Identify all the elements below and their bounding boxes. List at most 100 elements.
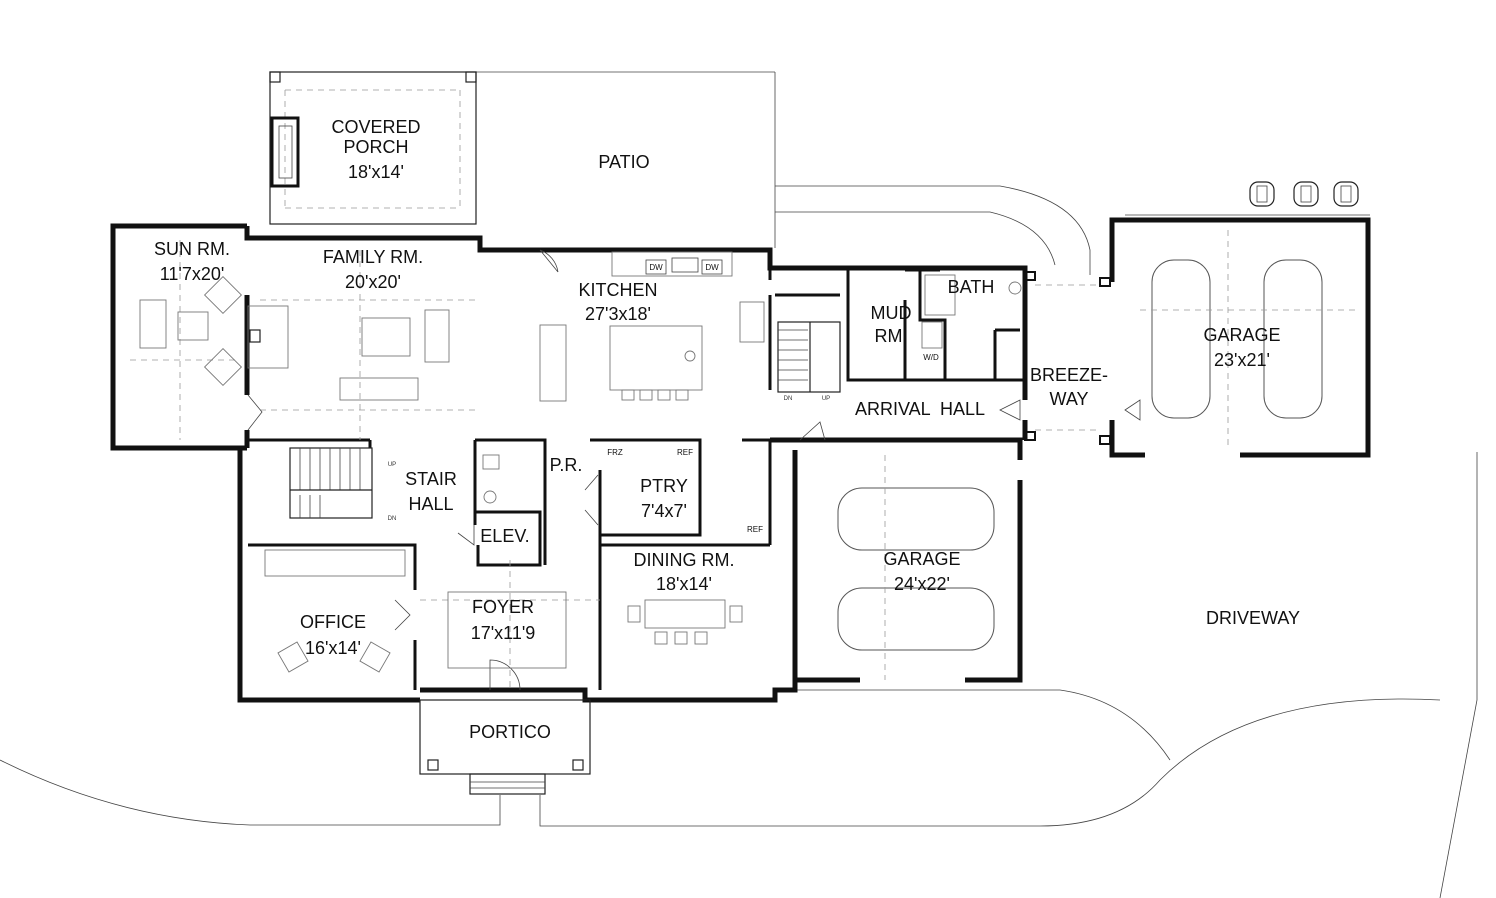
portico-steps: [469, 773, 546, 795]
covered-porch-structure: [269, 71, 477, 225]
walkway-curve: [775, 185, 1091, 275]
washer: [921, 321, 943, 349]
fireplace: [247, 305, 289, 369]
family-room-label-2: 20'x20': [345, 272, 401, 292]
garage-large-label-2: 24'x22': [894, 574, 950, 594]
sun-room-wall: [110, 223, 247, 451]
range: [739, 301, 765, 343]
kitchen-island: [609, 325, 703, 391]
kitchen-door[interactable]: [539, 249, 559, 273]
back-stair-outline: [777, 321, 841, 393]
breezeway-label-2: WAY: [1050, 389, 1089, 409]
dw-right-label: DW: [705, 263, 719, 272]
back-stair-up-label: UP: [822, 396, 830, 402]
foyer-beams: [420, 560, 600, 690]
breezeway-door[interactable]: [999, 399, 1021, 421]
office-chair: [277, 641, 309, 673]
stool: [621, 389, 635, 401]
sun-table: [177, 311, 209, 341]
stair-treads: [299, 448, 361, 490]
elevator-door[interactable]: [457, 525, 475, 546]
pantry-doors[interactable]: [584, 474, 599, 526]
covered-porch-label-2: PORCH: [343, 137, 408, 157]
mud-room-label-1: MUD: [871, 303, 912, 323]
frz-label: FRZ: [607, 448, 623, 457]
portico-column: [427, 759, 439, 771]
breezeway-post: [1099, 435, 1111, 445]
sun-room-label-2: 11'7x20': [160, 264, 225, 284]
portico-structure: [419, 699, 591, 795]
dining-wall: [598, 535, 770, 690]
garage-small-door[interactable]: [1124, 399, 1141, 421]
ref-wall: [742, 438, 772, 545]
elevator-label: ELEV.: [480, 526, 529, 546]
sun-room-label-1: SUN RM.: [154, 239, 230, 259]
exterior-walls: [110, 217, 1371, 703]
covered-porch-label-1: COVERED: [331, 117, 420, 137]
driveway-edge: [795, 689, 1171, 761]
family-beams: [260, 250, 480, 440]
stair-up-label: UP: [388, 462, 396, 468]
chair: [627, 605, 641, 623]
stair-hall-label-2: HALL: [408, 494, 453, 514]
garage-small-wall: [1109, 217, 1371, 458]
front-door[interactable]: [489, 659, 521, 691]
breezeway-post: [1024, 271, 1036, 281]
breezeway-post: [1024, 431, 1036, 441]
walkway-curve-inner: [775, 211, 1056, 266]
office-furniture: [264, 549, 406, 673]
dining-table: [644, 599, 726, 629]
main-stair: [289, 447, 373, 519]
kitchen-furniture: [539, 251, 765, 402]
pantry-label-1: PTRY: [640, 476, 688, 496]
sun-chair: [203, 347, 243, 387]
office-door[interactable]: [394, 599, 411, 631]
foyer-label-2: 17'x11'9: [471, 623, 536, 643]
bath-wall: [993, 328, 1020, 380]
stool: [657, 389, 671, 401]
office-label-1: OFFICE: [300, 612, 366, 632]
dw-box: [701, 259, 723, 275]
step-lines: [470, 781, 545, 789]
laundry-wall: [903, 268, 947, 380]
fireplace-box: [249, 329, 261, 343]
sofa-side: [424, 309, 450, 363]
garage-wall: [770, 437, 1023, 683]
porch-fireplace: [270, 116, 300, 188]
breezeway-post: [1099, 277, 1111, 287]
back-stair-dn-label: DN: [784, 396, 793, 402]
powder-room-label: P.R.: [550, 455, 583, 475]
doors: [247, 249, 1141, 691]
dining-room-label-1: DINING RM.: [634, 550, 735, 570]
bin-lid: [1256, 185, 1268, 203]
driveway-label: DRIVEWAY: [1206, 608, 1300, 628]
patio-label: PATIO: [598, 152, 649, 172]
trash-bins: [1249, 181, 1359, 207]
wd-label: W/D: [923, 353, 939, 362]
chair: [654, 631, 668, 645]
portico-column: [572, 759, 584, 771]
office-bookshelf: [264, 549, 406, 577]
toilet: [1008, 281, 1022, 295]
stair-outline: [289, 447, 373, 519]
site-lines: [0, 71, 1478, 898]
pr-toilet: [483, 490, 497, 504]
shower: [924, 274, 956, 316]
garage-small-label-2: 23'x21': [1214, 350, 1270, 370]
sink-box: [671, 257, 699, 273]
sun-room-door[interactable]: [247, 394, 263, 431]
arrival-door[interactable]: [799, 421, 826, 441]
office-wall: [248, 543, 417, 690]
front-lawn-edge-right: [539, 698, 1441, 827]
bin-icon: [1293, 181, 1319, 207]
kitchen-label-1: KITCHEN: [578, 280, 657, 300]
ref-side-label: REF: [747, 525, 763, 534]
driveway-right-edge: [1439, 452, 1478, 898]
bin-icon: [1333, 181, 1359, 207]
sun-room-furniture: [139, 275, 243, 387]
interior-walls: [247, 268, 1025, 690]
dining-furniture: [627, 599, 743, 645]
car-bottom: [837, 587, 995, 651]
garage-small-label-1: GARAGE: [1203, 325, 1280, 345]
